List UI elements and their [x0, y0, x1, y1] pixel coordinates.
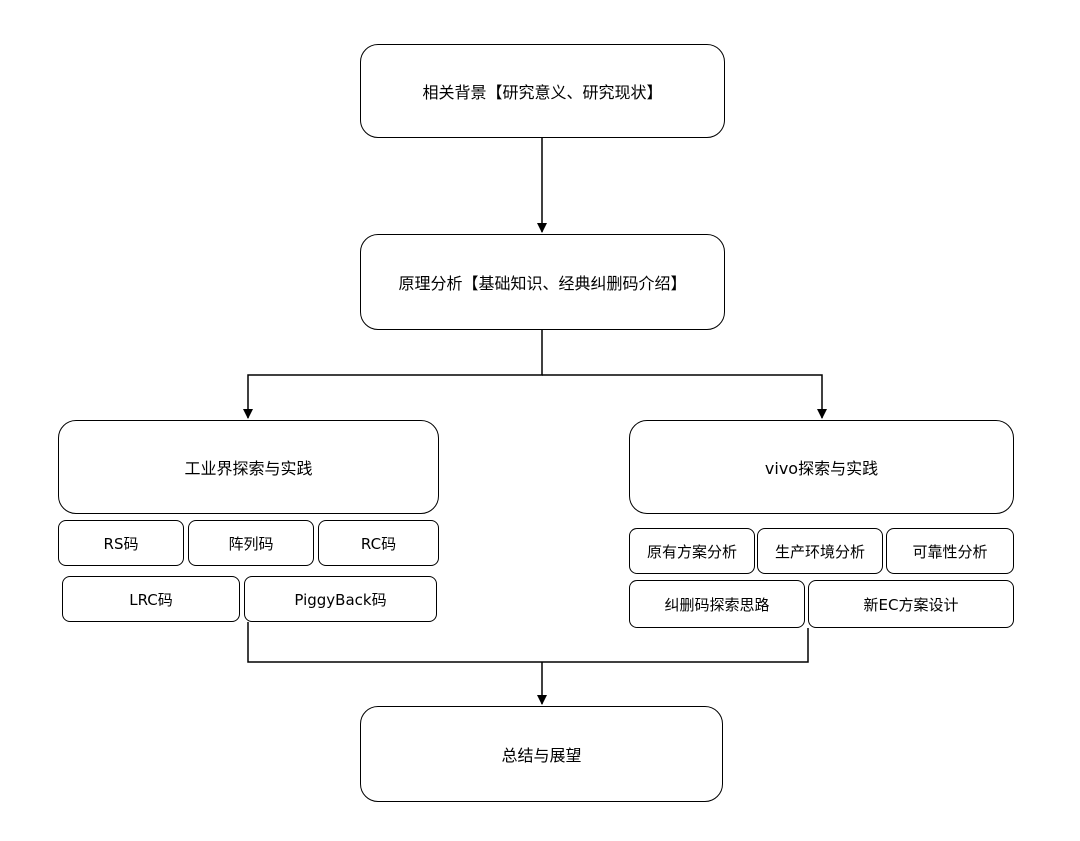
array-code-node: 阵列码 — [188, 520, 314, 566]
merge-line — [247, 622, 809, 663]
rs-code-node: RS码 — [58, 520, 184, 566]
ec-exploration-node: 纠删码探索思路 — [629, 580, 805, 628]
production-env-node: 生产环境分析 — [757, 528, 883, 574]
piggyback-code-node: PiggyBack码 — [244, 576, 437, 622]
rc-code-node: RC码 — [318, 520, 439, 566]
reliability-node: 可靠性分析 — [886, 528, 1014, 574]
industry-node: 工业界探索与实践 — [58, 420, 439, 514]
vivo-node: vivo探索与实践 — [629, 420, 1014, 514]
summary-node: 总结与展望 — [360, 706, 723, 802]
lrc-code-node: LRC码 — [62, 576, 240, 622]
original-scheme-node: 原有方案分析 — [629, 528, 755, 574]
background-node: 相关背景【研究意义、研究现状】 — [360, 44, 725, 138]
new-ec-design-node: 新EC方案设计 — [808, 580, 1014, 628]
branch-line-right — [542, 374, 827, 419]
principle-node: 原理分析【基础知识、经典纠删码介绍】 — [360, 234, 725, 330]
branch-line — [243, 330, 543, 419]
